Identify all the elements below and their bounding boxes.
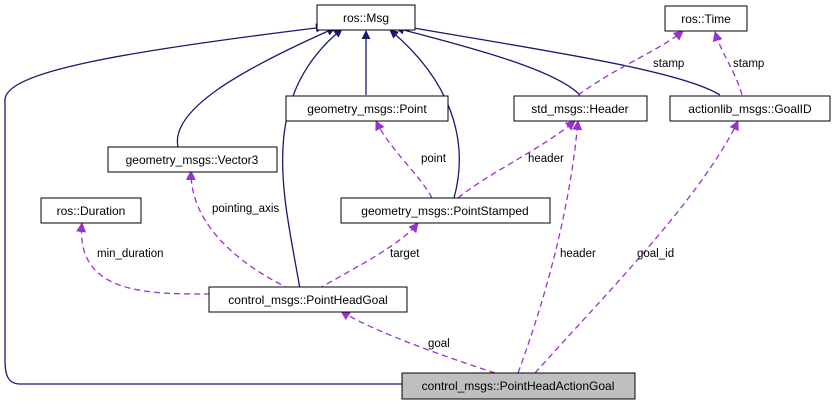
node-label-geometry-point: geometry_msgs::Point: [307, 102, 427, 116]
edge-label-goal: goal: [428, 338, 450, 350]
node-control-pointheadgoal[interactable]: control_msgs::PointHeadGoal: [208, 286, 408, 313]
edge-point-to-pointstamped: [375, 120, 433, 199]
edge-label-min-duration: min_duration: [97, 248, 163, 260]
edge-header-to-actiongoal: [517, 120, 583, 374]
edge-time-to-goalid: [712, 31, 743, 96]
node-label-ros-time: ros::Time: [681, 12, 731, 26]
node-std-header[interactable]: std_msgs::Header: [513, 95, 648, 122]
edge-goalid-inherits-msg: [401, 22, 721, 96]
node-geometry-vector3[interactable]: geometry_msgs::Vector3: [107, 146, 278, 173]
edge-duration-to-pointheadgoal: [76, 222, 211, 295]
edge-label-header-pointstamped: header: [528, 153, 564, 165]
edge-pointstamped-to-pointheadgoal: [317, 222, 419, 290]
inheritance-edges: [4, 22, 721, 385]
node-label-std-header: std_msgs::Header: [531, 102, 628, 116]
edge-pointheadgoal-to-actiongoal: [340, 310, 496, 374]
edge-pointheadgoal-inherits-msg: [282, 28, 343, 290]
usage-edges: [76, 30, 743, 374]
edge-label-goal-id: goal_id: [637, 248, 674, 260]
node-label-control-pointheadgoal: control_msgs::PointHeadGoal: [228, 293, 387, 307]
node-label-actionlib-goalid: actionlib_msgs::GoalID: [688, 102, 812, 116]
edge-label-stamp-header: stamp: [653, 58, 684, 70]
node-label-control-pointheadactiongoal: control_msgs::PointHeadActionGoal: [422, 379, 615, 393]
edge-header-to-pointstamped: [457, 120, 576, 199]
node-geometry-point[interactable]: geometry_msgs::Point: [285, 95, 449, 122]
node-label-ros-msg: ros::Msg: [343, 11, 389, 25]
edge-time-to-header: [577, 30, 684, 96]
edge-actiongoal-inherits-msg: [4, 23, 402, 385]
edge-pointstamped-inherits-msg: [389, 29, 460, 199]
node-actionlib-goalid[interactable]: actionlib_msgs::GoalID: [669, 95, 831, 122]
edge-goalid-to-actiongoal: [534, 120, 739, 374]
edge-label-point: point: [421, 153, 447, 165]
node-control-pointheadactiongoal[interactable]: control_msgs::PointHeadActionGoal: [401, 372, 636, 400]
node-ros-msg[interactable]: ros::Msg: [316, 4, 416, 31]
node-label-ros-duration: ros::Duration: [57, 204, 126, 218]
edge-header-inherits-msg: [395, 25, 581, 96]
edge-label-target: target: [390, 248, 420, 260]
node-label-geometry-pointstamped: geometry_msgs::PointStamped: [361, 204, 528, 218]
edge-label-pointing-axis: pointing_axis: [212, 203, 279, 215]
nodes: ros::Msg ros::Time geometry_msgs::Point …: [40, 4, 831, 400]
node-geometry-pointstamped[interactable]: geometry_msgs::PointStamped: [340, 197, 551, 224]
edge-label-stamp-goalid: stamp: [733, 58, 764, 70]
node-ros-time[interactable]: ros::Time: [664, 5, 748, 32]
edge-vector3-inherits-msg: [176, 27, 336, 148]
edge-labels: stamp stamp point header pointing_axis m…: [97, 58, 764, 350]
node-ros-duration[interactable]: ros::Duration: [40, 197, 142, 224]
edge-label-header-actiongoal: header: [560, 248, 596, 260]
edge-vector3-to-pointheadgoal: [185, 170, 291, 290]
node-label-geometry-vector3: geometry_msgs::Vector3: [126, 153, 259, 167]
